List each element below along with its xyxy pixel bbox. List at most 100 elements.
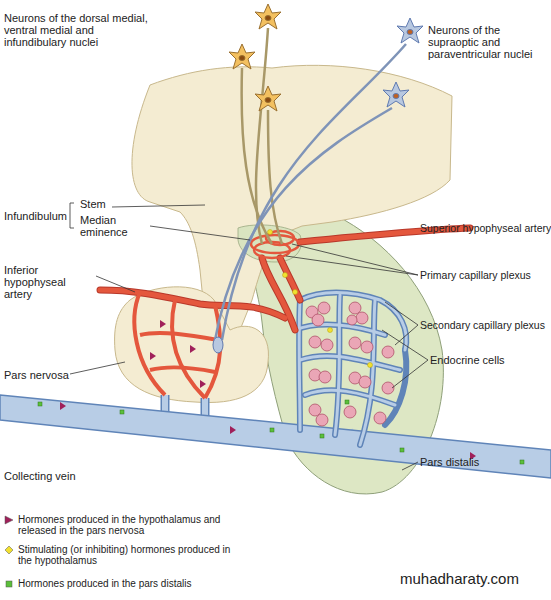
marker [368,363,373,368]
part-label: Pars nervosa [4,369,84,381]
legend-swatch [4,579,14,589]
collecting-vein-shape [0,395,551,478]
part-label: Collecting vein [4,470,104,482]
endocrine-cell [318,302,330,314]
leader-line [96,276,135,292]
watermark: muhadharaty.com [400,570,550,587]
part-label: Secondary capillary plexus [420,319,551,332]
plexus-vessel [300,356,400,370]
arteries-outline [100,228,470,330]
leader-line [385,302,418,325]
axon [268,110,282,244]
secondary-plexus [295,293,406,446]
plexus-vessel [300,293,406,351]
leader-line [150,226,250,240]
leader-line [286,256,418,275]
part-label: Infundibulum [4,210,70,222]
marker [150,352,156,360]
marker [200,380,206,388]
part-label: Inferior hypophyseal artery [4,264,94,300]
artery [280,258,300,300]
marker [283,273,288,278]
leader-line [395,325,418,345]
marker [120,410,124,414]
neurosecretory-axons [214,44,406,345]
arteries [100,228,470,330]
plexus-vessel [305,390,395,405]
artery [262,258,295,330]
plexus-vessel [305,390,395,405]
capillary [134,292,165,395]
part-label: Pars distalis [420,456,520,468]
portal-vessel [280,258,300,300]
marker [190,345,196,353]
marker [320,434,324,438]
inferior-artery [100,290,285,318]
legend-swatch [4,515,14,525]
marker [293,290,298,295]
leader-lines [70,203,428,470]
capillary [150,367,215,372]
marker [60,402,66,410]
neuron [229,44,255,69]
marker [520,460,524,464]
marker [38,402,42,406]
endocrine-cell [374,412,386,424]
endocrine-cell [356,312,368,324]
plexus-vessel [335,295,340,435]
neuron [397,18,423,43]
endocrine-cell [347,315,357,325]
endocrine-cell [321,339,333,351]
artery [100,290,285,318]
plexus-vessel [300,356,400,370]
capillary [172,300,205,398]
neuron [255,86,281,111]
legend-text: Stimulating (or inhibiting) hormones pro… [18,544,234,566]
marker [270,428,274,432]
legend-row: Stimulating (or inhibiting) hormones pro… [4,544,234,566]
marker [400,448,404,452]
bracket [70,203,74,228]
endocrine-cell [382,346,394,358]
neuron [383,82,409,107]
endocrine-cell [316,414,328,426]
legend-swatch [4,545,14,555]
legend-row: Hormones produced in the hypothalamus an… [4,514,234,536]
distalis-hormone-markers [38,400,524,464]
marker [160,320,166,328]
plexus-vessel [296,300,303,430]
yellow-neurons [229,4,281,111]
marker [268,230,273,235]
leader-line [112,205,205,207]
legend-text: Hormones produced in the hypothalamus an… [18,514,234,536]
axon [214,108,392,345]
endocrine-cell [349,302,361,314]
legend-row: Hormones produced in the pars distalis [4,578,234,589]
neuron [255,4,281,29]
endocrine-cell [349,337,361,349]
secondary-plexus-inner [295,293,406,446]
endocrine-cell [361,341,373,353]
endocrine-cell [309,404,321,416]
leader-line [402,462,418,470]
part-label: Neurons of the supraoptic and paraventri… [428,24,548,60]
hypothalamic-factor-markers [268,230,373,368]
leader-line [382,330,428,360]
nervosa-capillaries [134,292,220,398]
endocrine-cell [344,406,356,418]
portal-vessel [262,258,295,330]
capillary [140,333,218,340]
plexus-vessel [298,300,302,430]
axon [222,44,406,340]
part-label: Median eminence [80,214,150,238]
marker [328,328,333,333]
blue-neurons [383,18,423,107]
endocrine-cell-clusters [306,302,394,426]
part-label: Endocrine cells [430,354,545,366]
endocrine-cell [359,376,371,388]
leader-line [392,360,428,388]
plexus-vessel [300,293,406,351]
part-label: Primary capillary plexus [420,269,551,282]
